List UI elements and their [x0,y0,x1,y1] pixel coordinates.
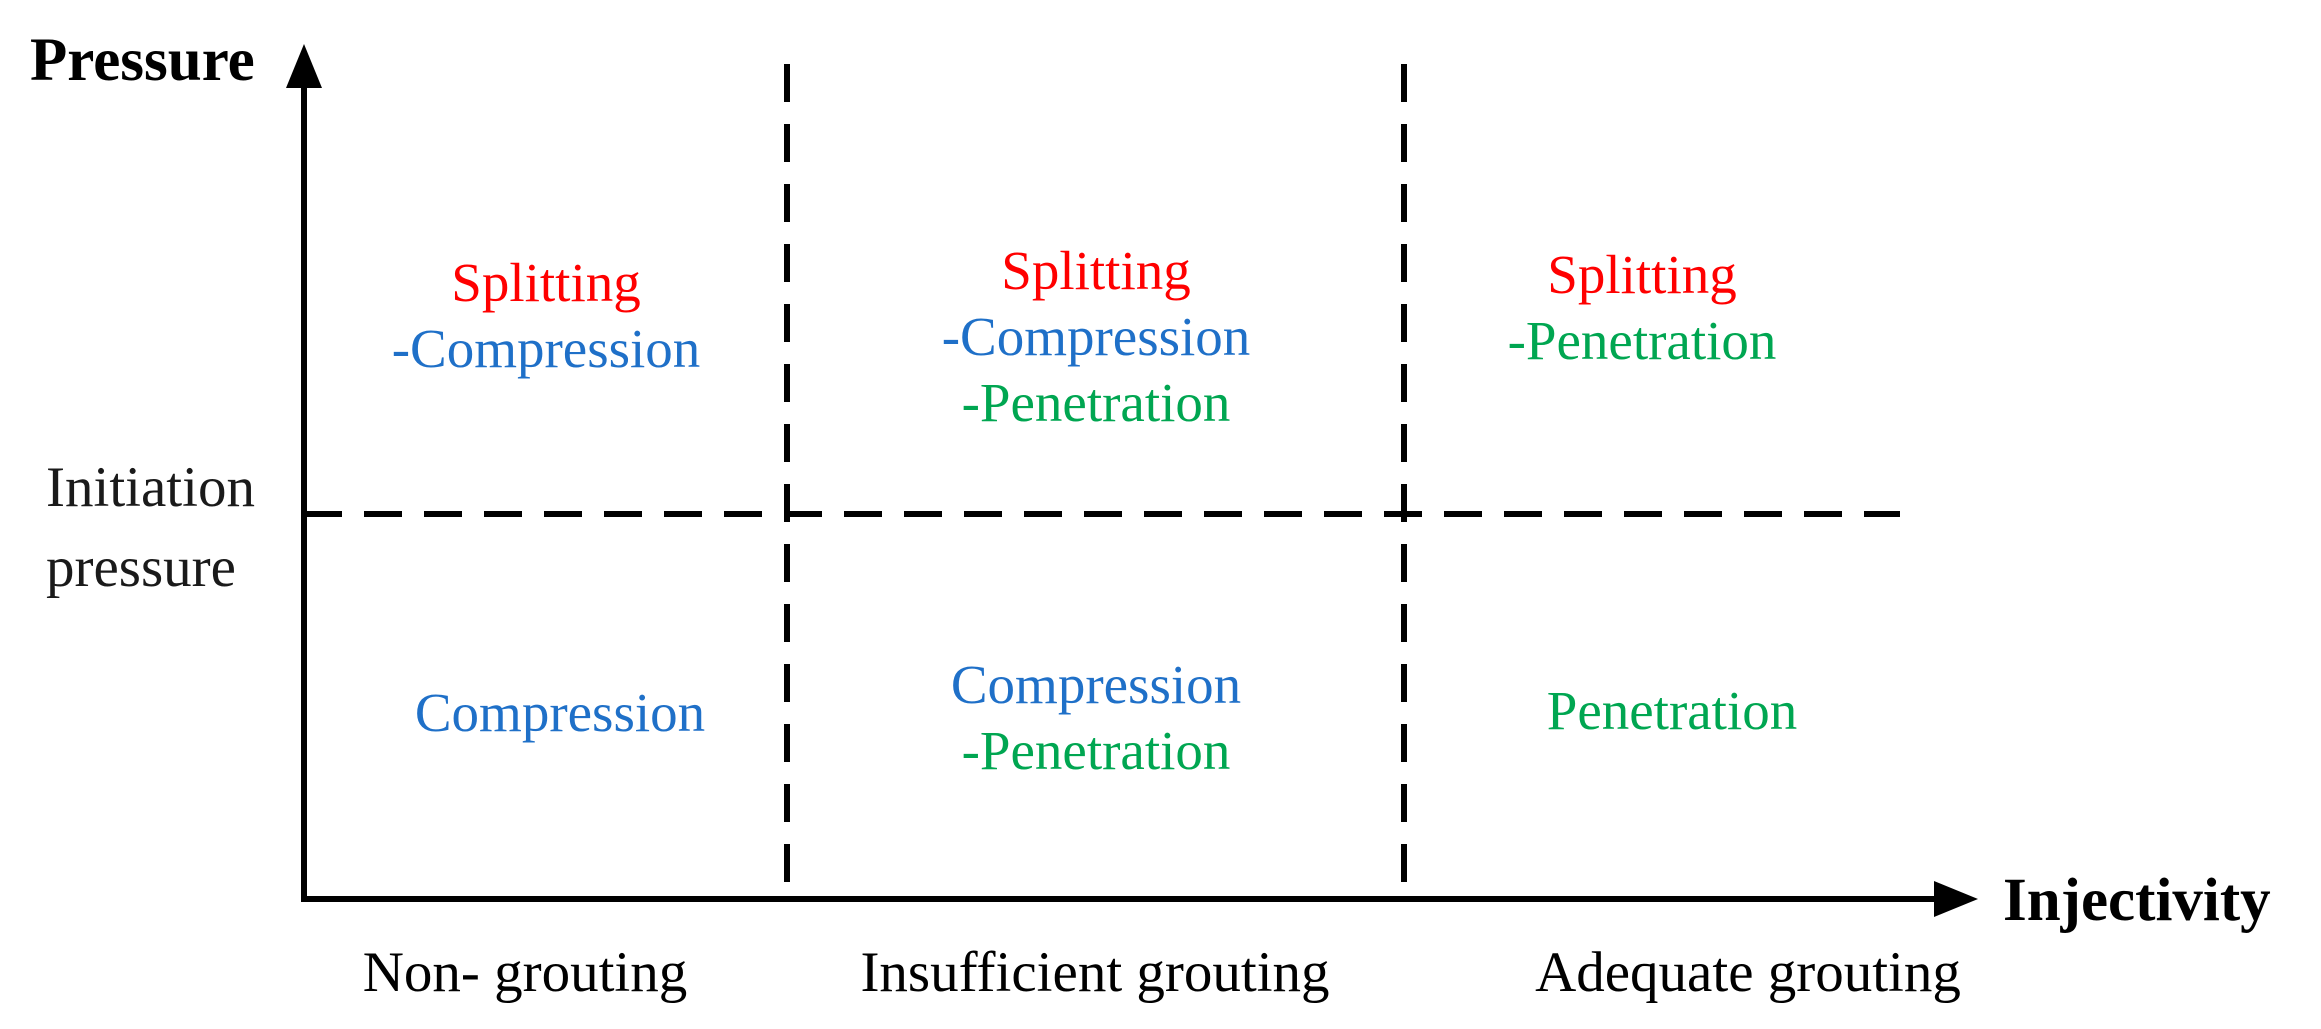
x-axis-label: Injectivity [2003,867,2271,934]
region-label-line: Compression [414,682,706,743]
initiation-pressure-label-line2: pressure [46,536,236,599]
region-label-line: Splitting [1001,240,1191,301]
initiation-pressure-label: Initiation pressure [46,448,255,608]
region-label-line: Splitting [1547,244,1737,305]
region-top-left: Splitting -Compression [392,250,701,382]
column-divider-dashed-line-1 [784,64,790,899]
region-bottom-middle: Compression -Penetration [951,652,1241,784]
category-label-non-grouting: Non- grouting [362,941,688,1004]
x-axis-arrowhead-icon [1934,881,1978,917]
category-label-adequate-grouting: Adequate grouting [1535,941,1961,1004]
initiation-pressure-label-line1: Initiation [46,456,255,519]
region-label-line: -Penetration [961,720,1231,781]
column-divider-dashed-line-2 [1401,64,1407,899]
region-label-line: Penetration [1546,680,1798,741]
region-label-line: -Penetration [961,372,1231,433]
y-axis-line [301,78,307,902]
region-label-line: Splitting [451,252,641,313]
region-label-line: -Compression [941,306,1251,367]
region-top-middle: Splitting -Compression -Penetration [942,238,1251,436]
x-axis-line [301,896,1939,902]
region-bottom-right: Penetration [1547,678,1797,744]
region-label-line: -Penetration [1507,310,1777,371]
region-label-line: Compression [950,654,1242,715]
region-top-right: Splitting -Penetration [1508,242,1777,374]
y-axis-label: Pressure [30,27,255,94]
region-label-line: -Compression [391,318,701,379]
region-bottom-left: Compression [415,680,705,746]
initiation-pressure-dashed-line [304,511,1900,517]
category-label-insufficient-grouting: Insufficient grouting [860,941,1330,1004]
y-axis-arrowhead-icon [286,44,322,88]
